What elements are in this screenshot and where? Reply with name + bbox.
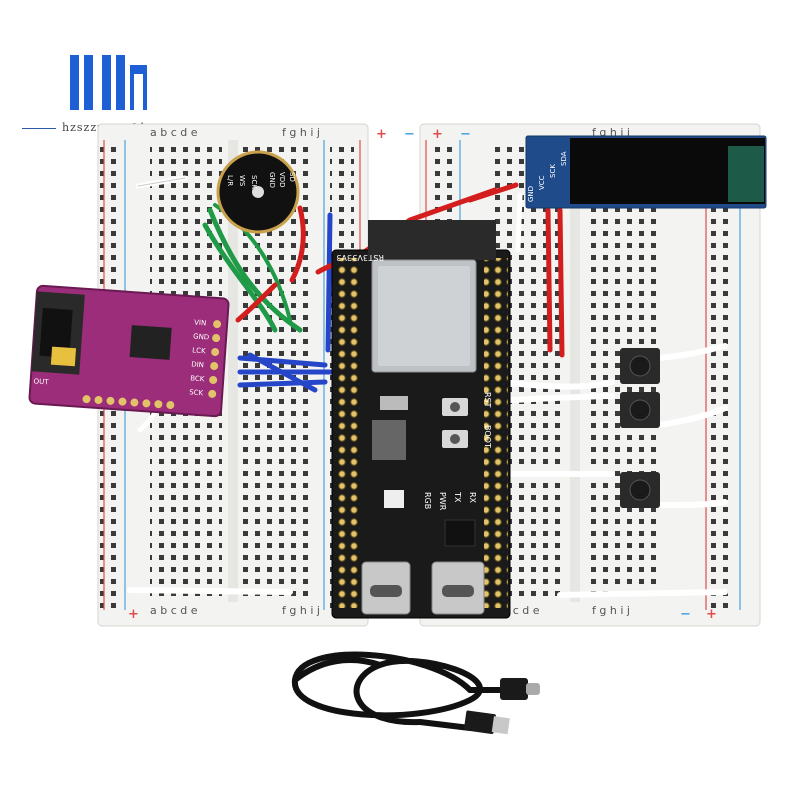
rail-plus-top-2: + xyxy=(432,127,443,142)
dac-pin-vin: VIN xyxy=(194,318,207,327)
devboard-button-rst-label: RST xyxy=(483,392,492,408)
dac-pin-gnd: GND xyxy=(193,332,210,341)
usb-cable xyxy=(291,651,508,731)
usb-a-connector xyxy=(463,710,510,735)
usb-c-connector xyxy=(500,678,540,700)
devboard-led-rx: RX xyxy=(468,492,477,504)
oled-pin-vcc: VCC xyxy=(538,175,546,190)
oled-pin-sck: SCK xyxy=(549,164,557,178)
microphone-module: L/R WS SCK GND VDD SD xyxy=(216,150,300,234)
tactile-buttons xyxy=(620,348,660,508)
tactile-button-3 xyxy=(620,472,660,508)
rail-plus-bottom-2: + xyxy=(706,607,717,622)
dac-jack-label: OUT xyxy=(33,377,49,386)
dac-pin-sck: SCK xyxy=(189,388,204,397)
row-letters-bottom-mid: f g h i j xyxy=(282,604,320,617)
oled-display: GND VCC SCK SDA xyxy=(525,135,767,209)
mic-pin-vdd: VDD xyxy=(278,172,286,188)
row-letters-bottom-left: a b c d e xyxy=(150,604,198,617)
devboard-led-tx: TX xyxy=(453,491,462,503)
rail-minus-top-2: − xyxy=(460,127,471,142)
rail-plus-top-1: + xyxy=(376,127,387,142)
devboard-pin-3v3-a: 3V3 xyxy=(336,253,352,262)
mic-pin-sck: SCK xyxy=(250,175,258,189)
watermark-logo xyxy=(22,52,172,142)
mic-pin-ws: WS xyxy=(238,175,246,187)
rail-plus-bottom-1: + xyxy=(128,607,139,622)
row-letters-bottom-right: f g h i j xyxy=(592,604,630,617)
tactile-button-2 xyxy=(620,392,660,428)
oled-pin-gnd: GND xyxy=(527,186,535,202)
dac-pin-lck: LCK xyxy=(192,346,206,355)
dac-module: VIN GND LCK DIN BCK SCK OUT xyxy=(28,284,230,418)
mic-pin-gnd: GND xyxy=(268,172,276,188)
devboard-led-pwr: PWR xyxy=(438,492,447,511)
watermark-rule-left xyxy=(22,128,56,129)
dac-pin-din: DIN xyxy=(191,360,204,369)
devboard-pin-rst: RST xyxy=(368,253,384,262)
esp32-devboard: 3V3 3V3 RST RST BOOT RGB PWR TX RX xyxy=(331,220,511,619)
dac-pin-bck: BCK xyxy=(190,374,205,383)
devboard-led-rgb: RGB xyxy=(423,492,432,509)
oled-pin-sda: SDA xyxy=(560,151,568,166)
tactile-button-1 xyxy=(620,348,660,384)
rail-minus-bottom-1: − xyxy=(680,607,691,622)
devboard-button-boot-label: BOOT xyxy=(483,425,492,448)
rail-minus-top-1: − xyxy=(404,127,415,142)
mic-pin-sd: SD xyxy=(288,172,296,182)
row-letters-top-left: a b c d e xyxy=(150,126,198,139)
row-letters-top-mid: f g h i j xyxy=(282,126,320,139)
devboard-pin-3v3-b: 3V3 xyxy=(352,253,368,262)
mic-pin-lr: L/R xyxy=(226,175,234,186)
